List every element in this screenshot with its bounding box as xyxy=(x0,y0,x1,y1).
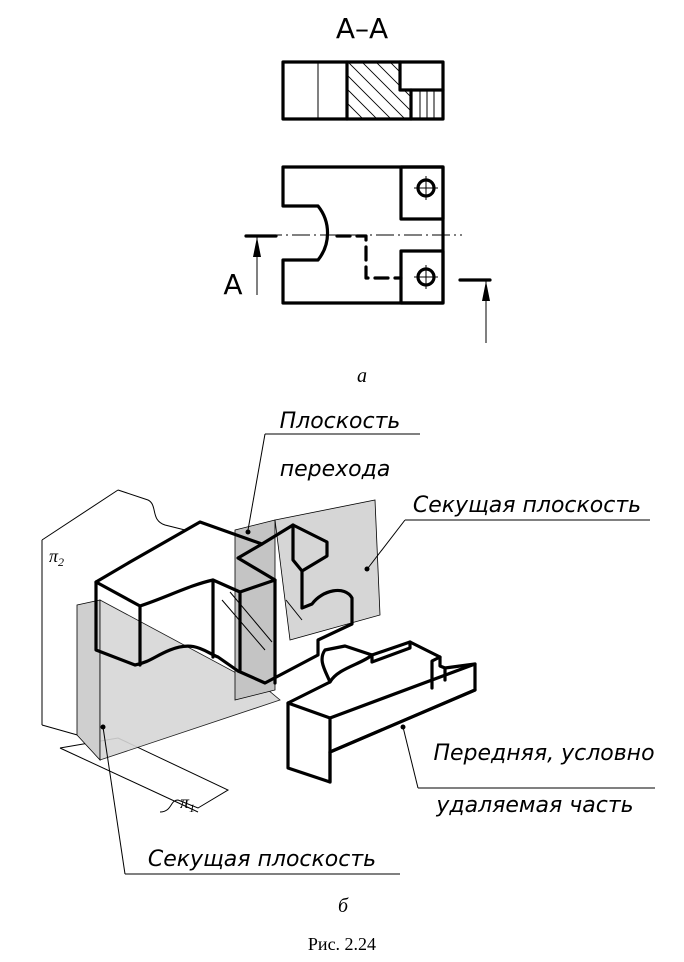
leader-dot-cutting-right xyxy=(364,566,370,572)
leader-lines xyxy=(100,433,655,875)
figure-caption: Рис. 2.24 xyxy=(308,934,376,954)
callout-transition-line1: Плоскость xyxy=(280,409,401,434)
cutting-line xyxy=(335,234,403,280)
front-part xyxy=(286,640,477,784)
label-b: б xyxy=(338,895,349,917)
label-a: а xyxy=(357,365,367,387)
arrow-left-head xyxy=(253,237,261,257)
transition-plane-gray xyxy=(234,519,276,701)
top-view: А xyxy=(223,165,492,343)
leader-dot-cutting-bottom xyxy=(100,724,106,730)
pi2-index: 2 xyxy=(58,555,64,569)
pi1-index: 1 xyxy=(189,801,195,815)
boss-top xyxy=(399,165,445,221)
callout-cutting-plane-right: Секущая плоскость xyxy=(413,493,641,518)
isometric-view-b: π2 π1 xyxy=(41,409,655,917)
top-view-outline xyxy=(281,165,445,305)
section-view-a: А–А xyxy=(223,12,492,387)
svg-text:π1: π1 xyxy=(180,792,195,815)
leader-dot-front xyxy=(400,724,406,730)
section-title: А–А xyxy=(336,12,388,45)
callout-front-line1: Передняя, условно xyxy=(433,741,654,766)
pi2-symbol: π xyxy=(49,546,59,566)
callout-front-line2: удаляемая часть xyxy=(435,793,633,818)
cutting-plane-right-gray xyxy=(274,499,381,641)
arrow-right-head xyxy=(482,281,490,301)
cutting-plane-bottom-gray xyxy=(99,599,281,761)
svg-text:π2: π2 xyxy=(49,546,64,569)
pi1-symbol: π xyxy=(180,792,190,812)
cut-letter: А xyxy=(223,268,242,301)
rear-part xyxy=(94,520,354,685)
callout-transition-line2: перехода xyxy=(280,457,391,482)
plane-pi1: π1 xyxy=(59,737,230,815)
leader-dot-transition xyxy=(245,529,251,535)
plane-pi2: π2 xyxy=(41,489,186,739)
rear-part-outline xyxy=(94,520,354,685)
callout-cutting-plane-bottom: Секущая плоскость xyxy=(148,847,376,872)
